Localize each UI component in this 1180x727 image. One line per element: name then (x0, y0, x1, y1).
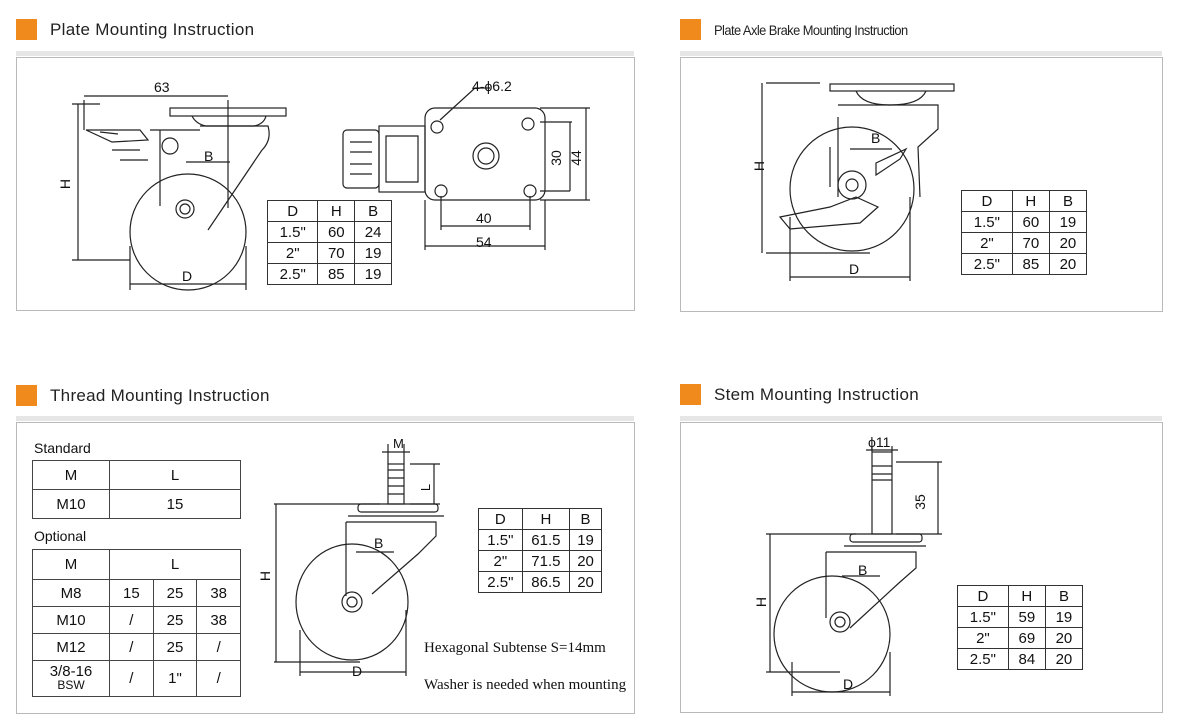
table-row: M12/25/ (32, 633, 241, 661)
plate-dim-30: 30 (547, 150, 564, 166)
orange-square-icon (16, 385, 37, 406)
table-header: M (32, 460, 110, 490)
stem-dim-dia: ϕ11 (868, 434, 891, 450)
table-header: B (354, 200, 392, 222)
plate-caster-drawing (72, 87, 590, 291)
thread-dim-b: B (374, 535, 384, 551)
thread-caster-drawing (274, 444, 444, 676)
stem-dim-d: D (843, 676, 854, 692)
table-header: M (32, 549, 110, 580)
plate-dim-54: 54 (476, 234, 492, 250)
plate-dim-44: 44 (567, 150, 584, 166)
stem-caster-drawing (766, 446, 942, 696)
plate-dim-40: 40 (476, 210, 492, 226)
thread-title-rule (16, 416, 634, 421)
table-header: H (1011, 190, 1050, 212)
thread-dim-l: L (418, 483, 434, 492)
plate-section-header: Plate Mounting Instruction (16, 19, 254, 40)
thread-note-hexagonal: Hexagonal Subtense S=14mm (424, 640, 606, 656)
table-header: D (961, 190, 1013, 212)
brake-section-header: Plate Axle Brake Mounting Instruction (680, 19, 924, 40)
diameter-icon: ϕ (868, 434, 876, 450)
brake-dim-d: D (849, 261, 860, 277)
thread-optional-label: Optional (34, 528, 87, 544)
brake-section-title: Plate Axle Brake Mounting Instruction (714, 21, 908, 38)
thread-section-title: Thread Mounting Instruction (50, 385, 270, 405)
plate-hole-spec: 4-ϕ6.2 (472, 78, 512, 94)
stem-section-title: Stem Mounting Instruction (714, 384, 919, 404)
orange-square-icon (16, 19, 37, 40)
brake-dim-h: H (751, 160, 768, 172)
plate-dim-b: B (204, 148, 214, 164)
table-header: L (109, 460, 241, 490)
plate-dim-h: H (57, 178, 74, 190)
table-header: D (957, 585, 1009, 607)
table-header: B (1044, 585, 1084, 607)
table-header: D (478, 508, 523, 530)
table-header: H (317, 200, 356, 222)
stem-dim-35: 35 (911, 494, 928, 510)
brake-title-rule (680, 51, 1162, 56)
stem-dim-b: B (858, 562, 868, 578)
brake-dim-b: B (871, 130, 881, 146)
diameter-icon: ϕ (484, 78, 493, 94)
brake-caster-drawing (761, 82, 955, 281)
orange-square-icon (680, 19, 701, 40)
orange-square-icon (680, 384, 701, 405)
stem-title-rule (680, 416, 1162, 421)
stem-section-header: Stem Mounting Instruction (680, 384, 919, 405)
plate-title-rule (16, 51, 634, 56)
table-header: D (266, 200, 319, 222)
table-header: L (109, 549, 241, 580)
thread-note-washer: Washer is needed when mounting (424, 677, 627, 693)
table-header: B (1048, 190, 1088, 212)
plate-dim-63: 63 (154, 79, 170, 95)
plate-dim-d: D (182, 268, 193, 284)
table-header: H (1007, 585, 1046, 607)
thread-section-header: Thread Mounting Instruction (16, 385, 270, 406)
plate-section-title: Plate Mounting Instruction (50, 19, 255, 39)
table-header: B (569, 508, 602, 530)
thread-dim-h: H (257, 570, 274, 582)
table-header: H (521, 508, 571, 530)
thread-standard-label: Standard (34, 440, 91, 456)
thread-dim-d: D (352, 663, 363, 679)
thread-dim-m: M (393, 436, 404, 451)
stem-dim-h: H (753, 596, 770, 608)
